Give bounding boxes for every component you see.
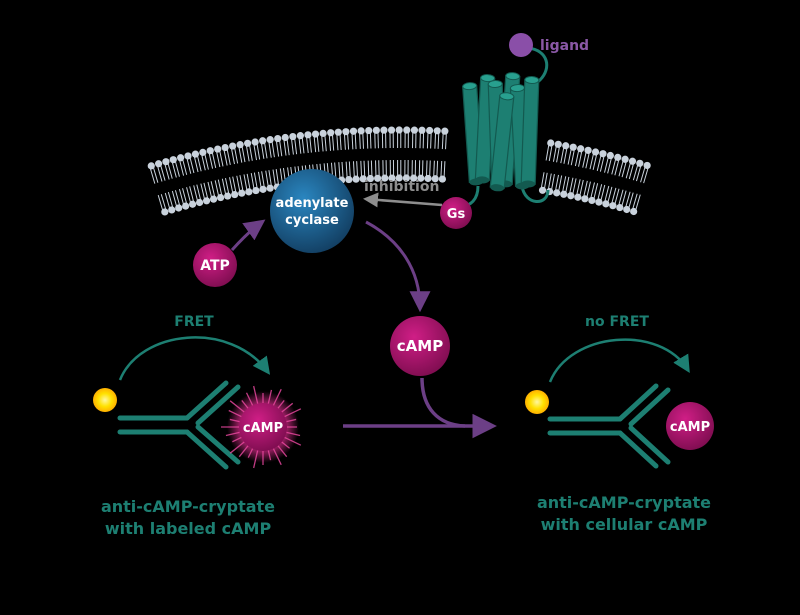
atp-molecule bbox=[193, 243, 237, 287]
left-fret-arrow bbox=[118, 336, 271, 381]
inhibition-arrow bbox=[363, 192, 443, 208]
right-donor-cryptate-icon bbox=[525, 390, 549, 414]
camp-molecule-center bbox=[390, 316, 450, 376]
left-antibody-complex bbox=[93, 336, 302, 470]
camp-to-right-branch bbox=[420, 377, 466, 428]
gpcr-receptor bbox=[461, 46, 550, 208]
left-camp-glow-spikes bbox=[221, 385, 302, 469]
right-camp-label: cAMP bbox=[670, 420, 710, 435]
adenylate-cyclase bbox=[270, 169, 354, 253]
ligand-label: ligand bbox=[540, 38, 589, 54]
left-caption-line2: with labeled cAMP bbox=[105, 519, 272, 538]
right-camp-molecule bbox=[666, 402, 714, 450]
atp-label: ATP bbox=[200, 258, 230, 274]
right-caption-line2: with cellular cAMP bbox=[541, 515, 708, 534]
fret-label: FRET bbox=[174, 314, 214, 330]
left-caption-line1: anti-cAMP-cryptate bbox=[101, 497, 275, 516]
left-camp-molecule bbox=[239, 403, 287, 451]
right-antibody-shape bbox=[547, 383, 671, 469]
inhibition-label: inhibition bbox=[364, 179, 439, 195]
atp-to-cyclase-arrow bbox=[230, 219, 266, 251]
left-donor-cryptate-icon bbox=[93, 388, 117, 412]
right-no-fret-arrow bbox=[548, 338, 690, 383]
left-camp-label: cAMP bbox=[243, 421, 283, 436]
cyclase-to-camp-arrow bbox=[365, 220, 431, 313]
left-antibody-shape bbox=[117, 380, 241, 470]
adenylate-cyclase-label-line2: cyclase bbox=[285, 213, 339, 228]
ligand-icon bbox=[509, 33, 533, 57]
gs-protein bbox=[440, 197, 472, 229]
gs-label: Gs bbox=[447, 207, 466, 222]
no-fret-label: no FRET bbox=[585, 314, 649, 330]
camp-center-label: cAMP bbox=[397, 337, 443, 355]
adenylate-cyclase-label-line1: adenylate bbox=[276, 196, 349, 211]
right-antibody-complex bbox=[525, 338, 714, 469]
right-caption-line1: anti-cAMP-cryptate bbox=[537, 493, 711, 512]
